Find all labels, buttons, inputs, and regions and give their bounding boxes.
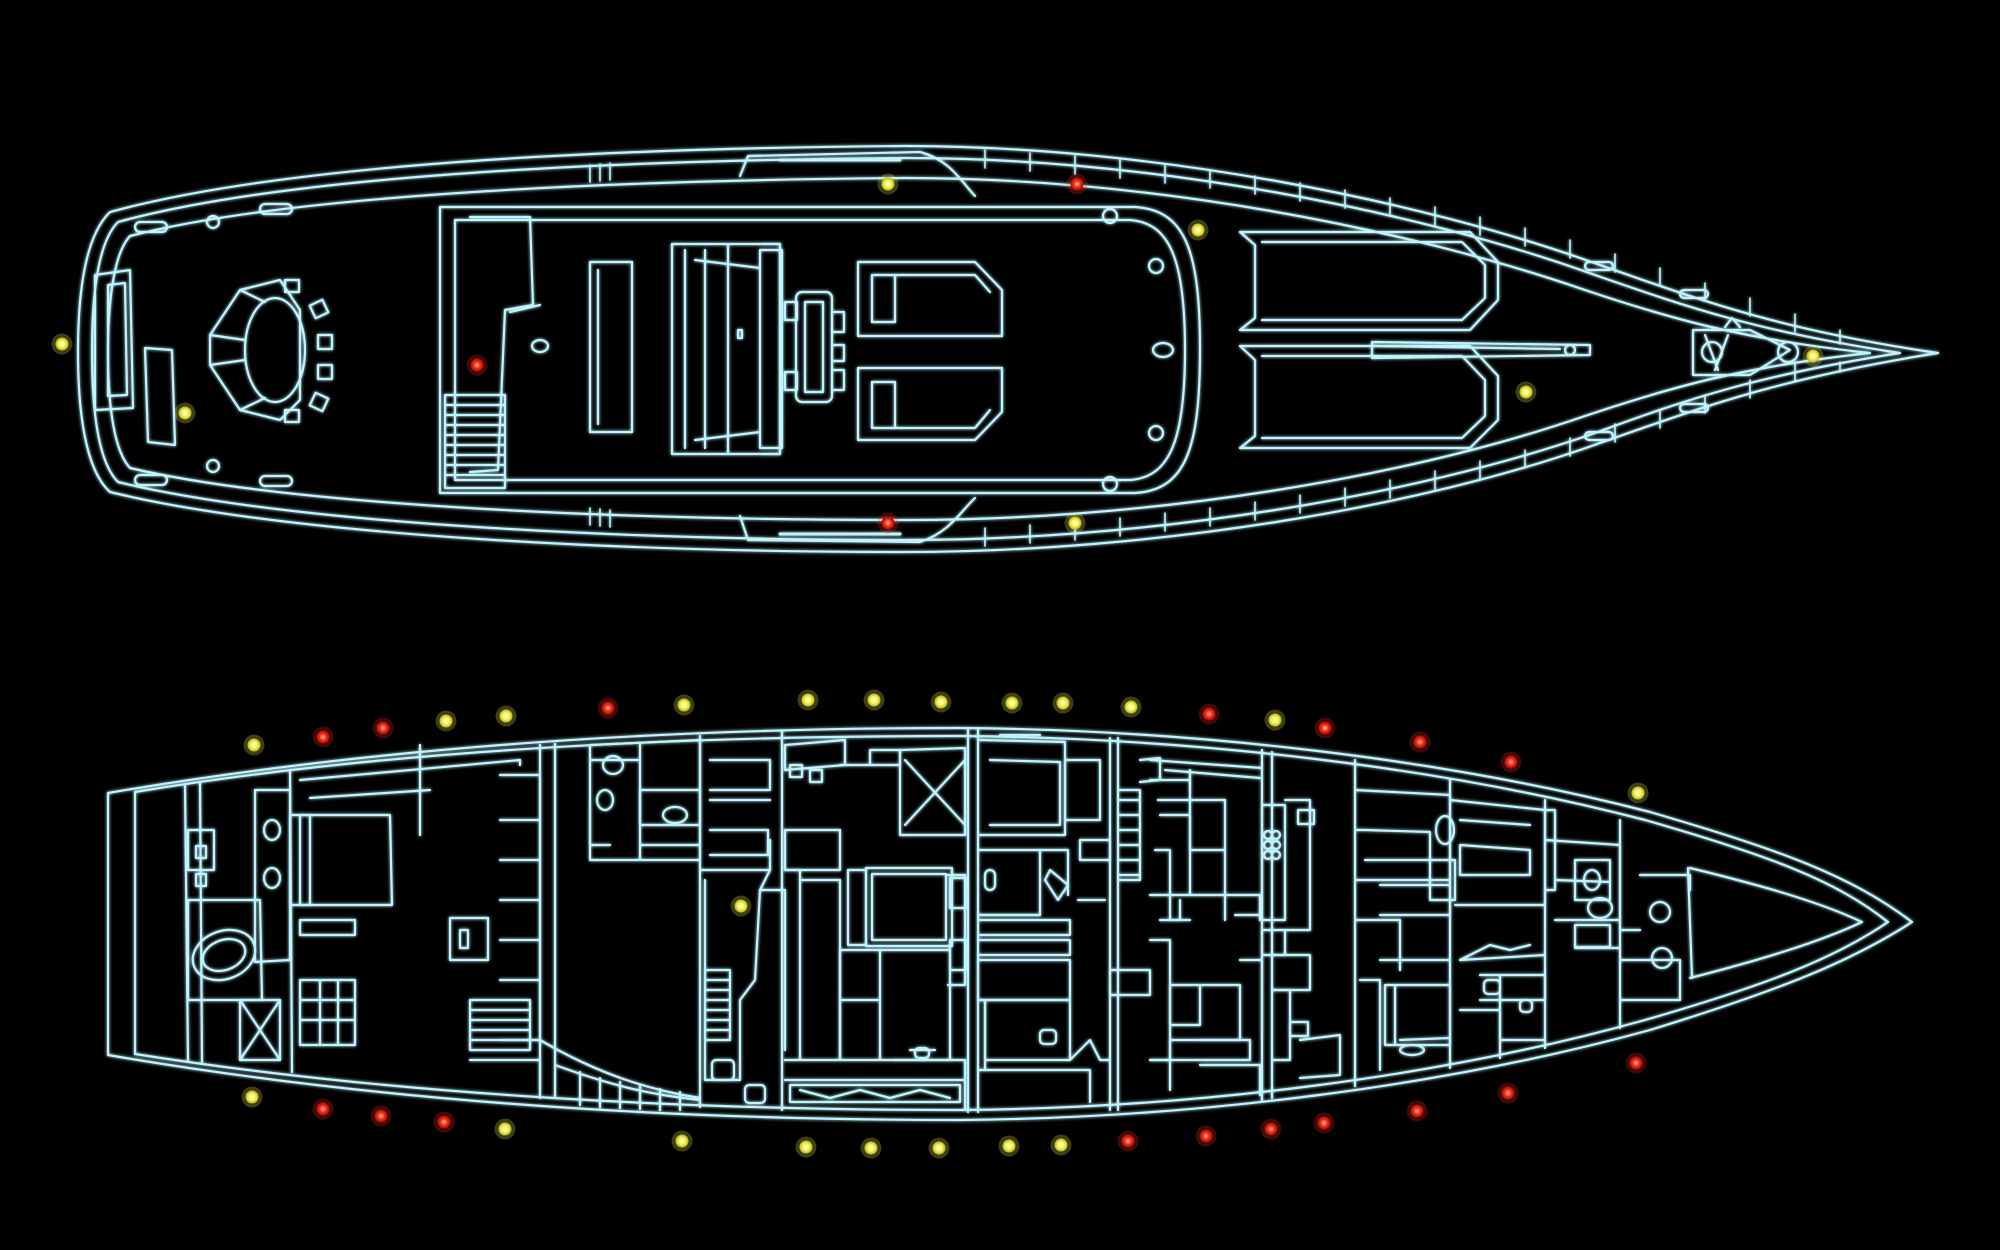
red-light [437, 1115, 451, 1129]
aft-seating-dome [208, 278, 334, 424]
yellow-light [55, 337, 69, 351]
yellow-light [1068, 516, 1082, 530]
red-light [1202, 707, 1216, 721]
yellow-light [864, 1141, 878, 1155]
yellow-light [245, 1090, 259, 1104]
red-light [1070, 177, 1084, 191]
sunbeds [588, 242, 784, 456]
yellow-light [1806, 349, 1820, 363]
deck-rail-ticks [589, 149, 1841, 547]
deck-plan-view [76, 144, 1940, 554]
red-light [881, 516, 895, 530]
red-light [470, 358, 484, 372]
yellow-light [799, 1140, 813, 1154]
yellow-light [1631, 786, 1645, 800]
yellow-light [439, 714, 453, 728]
yellow-light [178, 406, 192, 420]
deckhouse [438, 205, 1202, 495]
red-light [1264, 1122, 1278, 1136]
red-light [374, 1109, 388, 1123]
yellow-light [932, 1141, 946, 1155]
yellow-light [1519, 385, 1533, 399]
red-light [316, 1102, 330, 1116]
yellow-light [499, 709, 513, 723]
red-light [316, 730, 330, 744]
yellow-light [675, 1134, 689, 1148]
yellow-light [1054, 1138, 1068, 1152]
foredeck-fittings [1583, 260, 1800, 442]
yellow-light [1124, 700, 1138, 714]
red-light [1501, 1086, 1515, 1100]
saloon-area [538, 738, 772, 1112]
galley-crew [1108, 756, 1342, 1097]
yellow-light [867, 693, 881, 707]
red-light [601, 701, 615, 715]
yellow-light [1268, 713, 1282, 727]
interior-plan-view [106, 726, 1914, 1122]
side-deck-openings [738, 150, 977, 544]
yellow-light [934, 695, 948, 709]
yellow-light [498, 1122, 512, 1136]
dinette-seats [856, 260, 1004, 442]
yellow-light [1191, 223, 1205, 237]
interior-plan-view-lights [241, 689, 1649, 1159]
red-light [1318, 721, 1332, 735]
red-light [1629, 1056, 1643, 1070]
yellow-light [881, 177, 895, 191]
yellow-light [1005, 696, 1019, 710]
tender-boats [1238, 230, 1592, 450]
interior-hull-outline [106, 726, 1914, 1122]
red-light [1121, 1134, 1135, 1148]
red-light [376, 721, 390, 735]
yellow-light [677, 698, 691, 712]
red-light [1504, 755, 1518, 769]
yellow-light [801, 693, 815, 707]
deck-plan-view-lights [51, 173, 1824, 534]
red-light [1410, 1104, 1424, 1118]
stern-area [93, 202, 294, 488]
yellow-light [1056, 696, 1070, 710]
aft-master-suite [186, 743, 542, 1092]
helm-station [783, 290, 846, 404]
guest-cabin-center [758, 738, 968, 1112]
yellow-light [734, 899, 748, 913]
cabins-mid [976, 733, 1112, 1104]
navigation-lights [51, 173, 1824, 1159]
red-light [1317, 1116, 1331, 1130]
yellow-light [247, 738, 261, 752]
forward-cabins [1353, 788, 1692, 1072]
red-light [1199, 1129, 1213, 1143]
yellow-light [1002, 1139, 1016, 1153]
deck-hull-outline [76, 144, 1940, 554]
red-light [1413, 735, 1427, 749]
